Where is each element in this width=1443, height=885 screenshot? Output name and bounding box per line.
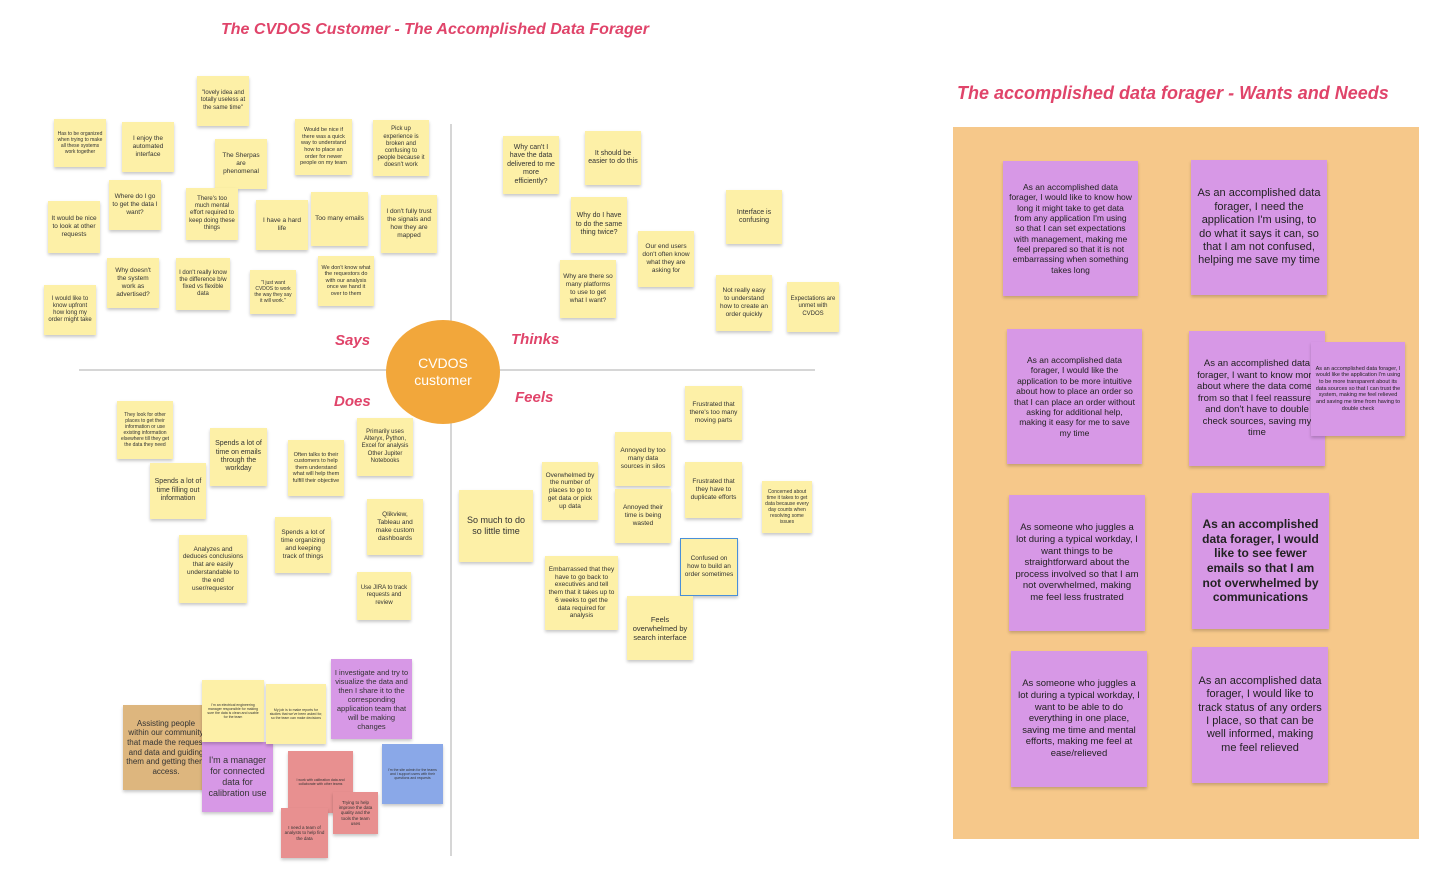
sticky-note[interactable]: Why doesn't the system work as advertise… <box>107 258 159 308</box>
sticky-note[interactable]: Feels overwhelmed by search interface <box>627 596 693 660</box>
vertical-axis <box>450 124 452 856</box>
sticky-note[interactable]: Primarily uses Alteryx, Python, Excel fo… <box>357 418 413 476</box>
center-persona-circle[interactable]: CVDOS customer <box>386 320 500 424</box>
sticky-note[interactable]: I would like to know upfront how long my… <box>44 285 96 335</box>
sticky-note[interactable]: It should be easier to do this <box>585 131 641 185</box>
sticky-note[interactable]: It would be nice to look at other reques… <box>48 201 100 253</box>
quadrant-label-says: Says <box>335 332 371 349</box>
sticky-note[interactable]: I'm an electrical engineering manager re… <box>202 680 264 742</box>
sticky-note[interactable]: Annoyed their time is being wasted <box>615 489 671 543</box>
quadrant-label-thinks: Thinks <box>511 331 560 348</box>
sticky-note[interactable]: Analyzes and deduces conclusions that ar… <box>179 535 247 603</box>
sticky-note[interactable]: Interface is confusing <box>726 190 782 244</box>
sticky-note[interactable]: Has to be organized when trying to make … <box>54 119 106 167</box>
sticky-note[interactable]: Too many emails <box>311 192 368 246</box>
sticky-note-purple[interactable]: I investigate and try to visualize the d… <box>331 659 412 739</box>
sticky-note[interactable]: I have a hard life <box>256 200 308 250</box>
sticky-note[interactable]: There's too much mental effort required … <box>186 188 238 240</box>
sticky-note[interactable]: "lovely idea and totally useless at the … <box>197 76 249 126</box>
sticky-note[interactable]: Not really easy to understand how to cre… <box>716 275 772 331</box>
want-need-note[interactable]: As someone who juggles a lot during a ty… <box>1009 495 1145 631</box>
sticky-note[interactable]: Frustrated that they have to duplicate e… <box>685 462 742 518</box>
sticky-note-blue[interactable]: I'm the site admin for the teams and I s… <box>382 744 443 804</box>
sticky-note[interactable]: Concerned about time it takes to get dat… <box>762 481 812 533</box>
sticky-note[interactable]: I don't really know the difference b/w f… <box>176 258 230 310</box>
want-need-note-small[interactable]: As an accomplished data forager, I would… <box>1311 342 1405 436</box>
sticky-note[interactable]: Why do I have to do the same thing twice… <box>571 197 627 253</box>
sticky-note[interactable]: Often talks to their customers to help t… <box>288 440 344 496</box>
sticky-note[interactable]: Qlikview, Tableau and make custom dashbo… <box>367 499 423 555</box>
want-need-note[interactable]: As an accomplished data forager, I need … <box>1191 160 1327 295</box>
want-need-note[interactable]: As an accomplished data forager, I would… <box>1192 493 1329 629</box>
sticky-note-selected[interactable]: Confused on how to build an order someti… <box>680 538 738 596</box>
wants-needs-title: The accomplished data forager - Wants an… <box>957 83 1389 103</box>
want-need-note[interactable]: As an accomplished data forager, I would… <box>1007 329 1142 464</box>
sticky-note[interactable]: Spends a lot of time organizing and keep… <box>275 517 331 573</box>
quadrant-label-feels: Feels <box>515 389 554 406</box>
want-need-note[interactable]: As an accomplished data forager, I want … <box>1189 331 1325 466</box>
sticky-note[interactable]: "I just want CVDOS to work the way they … <box>250 270 296 314</box>
want-need-note[interactable]: As an accomplished data forager, I would… <box>1003 161 1138 296</box>
sticky-note-salmon[interactable]: Trying to help improve the data quality … <box>333 792 378 834</box>
sticky-note[interactable]: Spends a lot of time on emails through t… <box>210 428 267 486</box>
sticky-note[interactable]: Pick up experience is broken and confusi… <box>373 120 429 176</box>
sticky-note[interactable]: I enjoy the automated interface <box>122 122 174 172</box>
board-title: The CVDOS Customer - The Accomplished Da… <box>221 21 649 38</box>
want-need-note[interactable]: As an accomplished data forager, I would… <box>1192 647 1328 783</box>
sticky-note-salmon[interactable]: I need a team of analysts to help find t… <box>281 808 328 858</box>
center-label: CVDOS customer <box>414 355 472 388</box>
sticky-note[interactable]: They look for other places to get their … <box>117 401 173 459</box>
sticky-note[interactable]: The Sherpas are phenomenal <box>215 139 267 189</box>
sticky-note[interactable]: Why are there so many platforms to use t… <box>560 260 616 318</box>
sticky-note[interactable]: Frustrated that there's too many moving … <box>685 386 742 440</box>
sticky-note[interactable]: I don't fully trust the signals and how … <box>381 195 437 253</box>
sticky-note[interactable]: Expectations are unmet with CVDOS <box>787 282 839 332</box>
sticky-note[interactable]: We don't know what the requestors do wit… <box>318 256 374 306</box>
sticky-note[interactable]: Annoyed by too many data sources in silo… <box>615 432 671 486</box>
sticky-note[interactable]: Why can't I have the data delivered to m… <box>503 136 559 194</box>
sticky-note[interactable]: My job is to make reports for studies th… <box>266 684 326 744</box>
sticky-note-tan[interactable]: Assisting people within our community th… <box>123 705 209 790</box>
sticky-note[interactable]: Our end users don't often know what they… <box>638 231 694 287</box>
sticky-note-purple[interactable]: I'm a manager for connected data for cal… <box>202 742 273 812</box>
sticky-note[interactable]: Overwhelmed by the number of places to g… <box>542 462 598 520</box>
sticky-note[interactable]: Where do I go to get the data I want? <box>109 180 161 230</box>
sticky-note[interactable]: Spends a lot of time filling out informa… <box>150 463 206 519</box>
sticky-note[interactable]: Embarrassed that they have to go back to… <box>545 556 618 630</box>
sticky-note[interactable]: So much to do so little time <box>459 490 533 562</box>
sticky-note[interactable]: Use JIRA to track requests and review <box>357 572 411 620</box>
quadrant-label-does: Does <box>334 393 371 410</box>
want-need-note[interactable]: As someone who juggles a lot during a ty… <box>1011 651 1147 787</box>
sticky-note[interactable]: Would be nice if there was a quick way t… <box>295 119 352 175</box>
